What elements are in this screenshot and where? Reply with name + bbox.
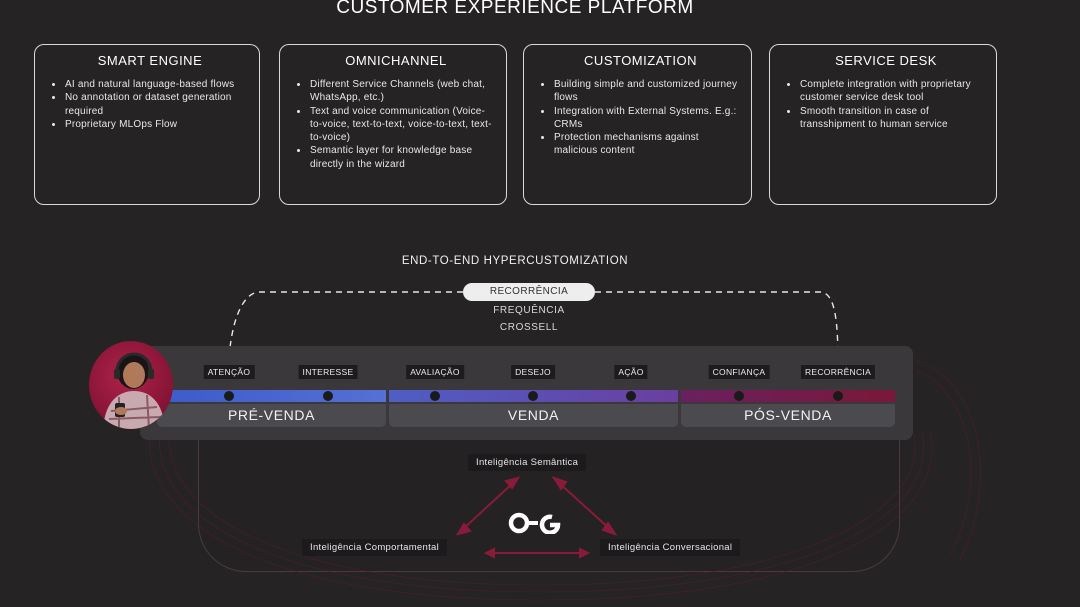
- card-omnichannel: OMNICHANNEL Different Service Channels (…: [279, 44, 507, 205]
- card-item: Proprietary MLOps Flow: [52, 118, 249, 131]
- stage-dot: [528, 391, 538, 401]
- stage-interesse: INTERESSE: [298, 365, 358, 379]
- stage-dot: [323, 391, 333, 401]
- card-item: Complete integration with proprietary cu…: [787, 78, 986, 105]
- card-item: Smooth transition in case of transshipme…: [787, 105, 986, 132]
- card-item: Protection mechanisms against malicious …: [541, 131, 741, 158]
- stage-dot: [833, 391, 843, 401]
- card-heading: SMART ENGINE: [97, 53, 203, 68]
- stage-confianca: CONFIANÇA: [708, 365, 770, 379]
- loop-label-crossell: CROSSELL: [499, 322, 559, 333]
- stage-dot: [626, 391, 636, 401]
- node-behavioral-intelligence: Inteligência Comportamental: [302, 539, 448, 556]
- og-logo-icon: [508, 512, 561, 534]
- stage-avaliacao: AVALIAÇÃO: [406, 365, 464, 379]
- page-title: CUSTOMER EXPERIENCE PLATFORM: [336, 0, 694, 18]
- stage-dot: [430, 391, 440, 401]
- card-service-desk: SERVICE DESK Complete integration with p…: [769, 44, 997, 205]
- stage-acao: AÇÃO: [614, 365, 648, 379]
- node-conversational-intelligence: Inteligência Conversacional: [600, 539, 741, 556]
- stage-dot: [734, 391, 744, 401]
- phase-pre-venda: PRÉ-VENDA: [157, 404, 386, 427]
- card-customization: CUSTOMIZATION Building simple and custom…: [523, 44, 752, 205]
- card-item: Integration with External Systems. E.g.:…: [541, 105, 741, 132]
- stage-recorrencia: RECORRÊNCIA: [800, 365, 876, 379]
- stage-desejo: DESEJO: [511, 365, 555, 379]
- card-item: Different Service Channels (web chat, Wh…: [297, 78, 496, 105]
- loop-pill-recorrencia: RECORRÊNCIA: [463, 283, 595, 301]
- node-semantic-intelligence: Inteligência Semântica: [468, 454, 587, 471]
- card-item: Text and voice communication (Voice-to-v…: [297, 105, 496, 145]
- intelligence-arrows: [455, 476, 618, 559]
- phase-pos-venda: PÓS-VENDA: [681, 404, 895, 427]
- card-item: Semantic layer for knowledge base direct…: [297, 144, 496, 171]
- stage-atencao: ATENÇÃO: [203, 365, 255, 379]
- loop-label-frequencia: FREQUÊNCIA: [493, 305, 565, 316]
- card-heading: CUSTOMIZATION: [584, 53, 697, 68]
- card-item: AI and natural language-based flows: [52, 78, 249, 91]
- card-smart-engine: SMART ENGINE AI and natural language-bas…: [34, 44, 260, 205]
- decorative-swoosh: [149, 359, 981, 601]
- card-heading: OMNICHANNEL: [345, 53, 447, 68]
- loop-dashed-left: [228, 291, 463, 363]
- posvenda-bar: [681, 390, 895, 402]
- customer-avatar-icon: [103, 352, 165, 429]
- card-heading: SERVICE DESK: [835, 53, 937, 68]
- customer-avatar: [89, 341, 173, 429]
- stage-dot: [224, 391, 234, 401]
- section-subtitle: END-TO-END HYPERCUSTOMIZATION: [401, 255, 629, 267]
- card-item: No annotation or dataset generation requ…: [52, 91, 249, 118]
- card-item: Building simple and customized journey f…: [541, 78, 741, 105]
- phase-venda: VENDA: [389, 404, 678, 427]
- prevenda-bar: [157, 390, 386, 402]
